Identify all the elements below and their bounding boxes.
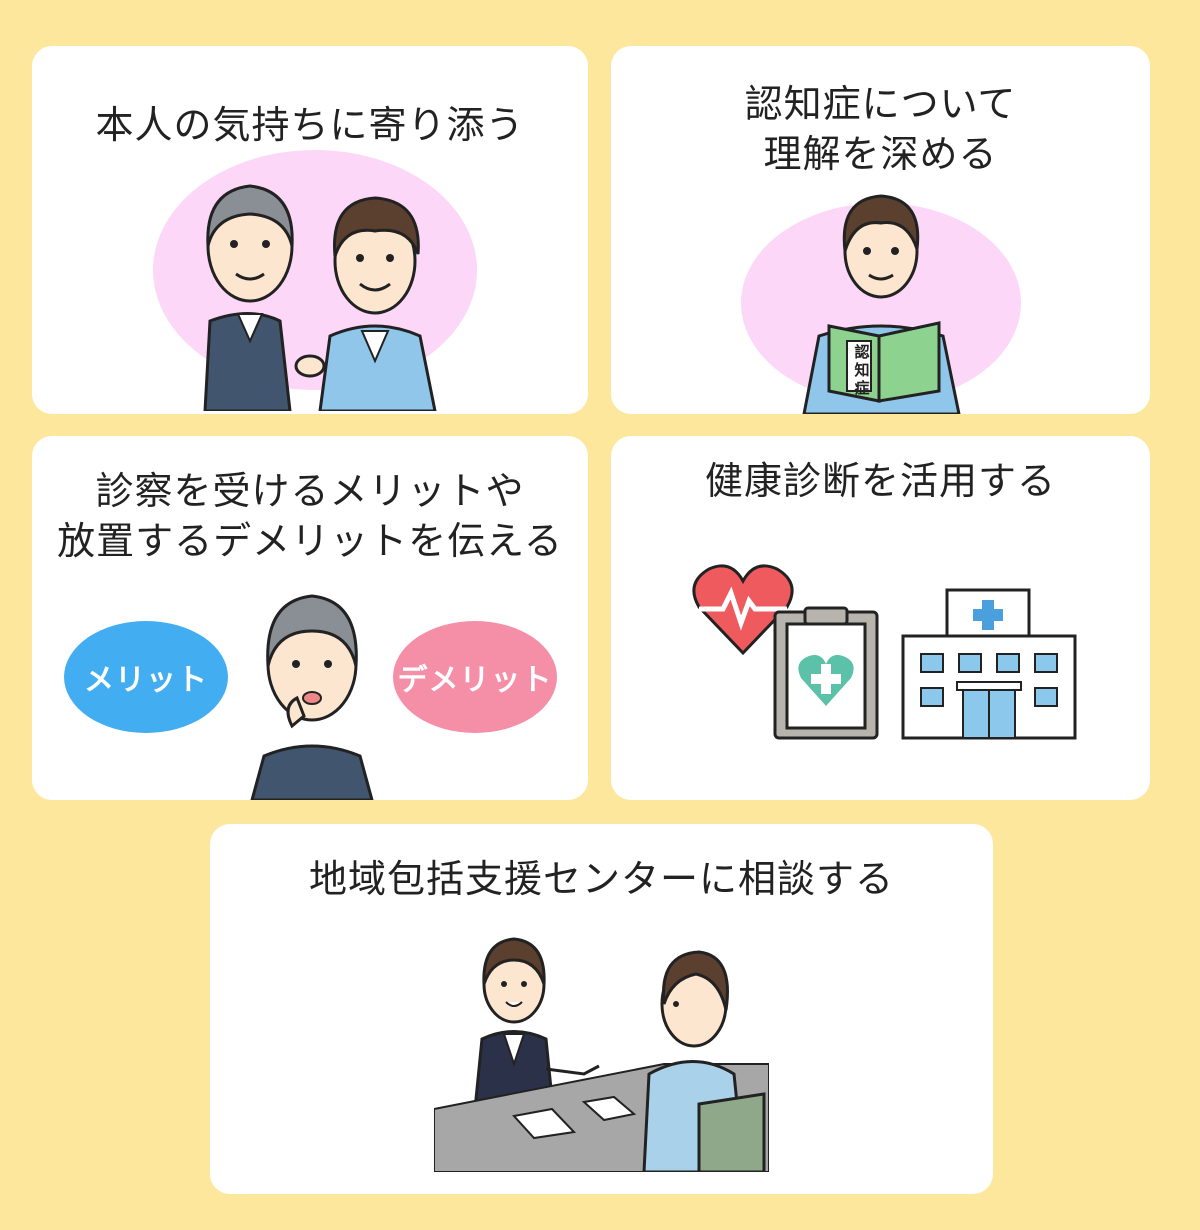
book-label: 認知症 [854,343,870,397]
card-consult-center: 地域包括支援センターに相談する [210,824,993,1194]
card-health-checkup: 健康診断を活用する [611,436,1150,800]
demerit-badge: デメリット [393,621,557,733]
card-merits-demerits: 診察を受けるメリットや 放置するデメリットを伝える メリット デメリット [32,436,588,800]
heart-icon [692,564,794,656]
clipboard-icon [773,606,879,740]
merit-badge: メリット [64,621,228,733]
card-title: 認知症について 理解を深める [744,82,1017,176]
card-understand-dementia: 認知症について 理解を深める 認知症 [611,46,1150,414]
card-title: 診察を受けるメリットや 放置するデメリットを伝える [57,469,563,563]
reading-illustration [741,194,1021,414]
card-empathize: 本人の気持ちに寄り添う [32,46,588,414]
card-title: 健康診断を活用する [704,459,1056,503]
consultation-illustration [434,937,769,1172]
hospital-icon [901,588,1077,740]
card-title: 本人の気持ちに寄り添う [95,103,525,147]
card-title: 地域包括支援センターに相談する [308,857,894,901]
empathy-illustration [153,150,477,411]
thinking-man-illustration [250,594,374,800]
